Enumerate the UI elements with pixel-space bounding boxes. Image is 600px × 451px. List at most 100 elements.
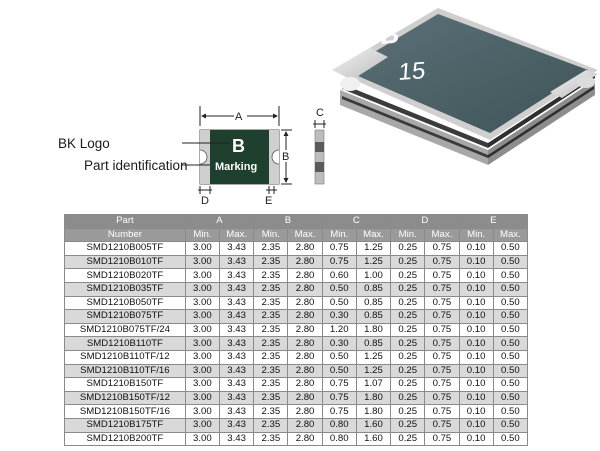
dimension-cell: 0.75 (424, 254, 460, 270)
dimension-cell: 1.07 (355, 377, 392, 392)
dimension-cell: 0.75 (424, 417, 460, 433)
dimension-cell: 3.43 (218, 241, 255, 256)
dimension-cell: 3.43 (218, 322, 255, 338)
dimension-cell: 3.43 (218, 254, 255, 270)
dimension-cell: 2.35 (253, 336, 289, 351)
dimension-cell: 3.00 (184, 254, 221, 270)
part-identification-callout: Part identification (84, 158, 188, 173)
dimension-cell: 0.10 (458, 431, 494, 447)
dimension-cell: 0.50 (492, 336, 529, 351)
part-number-cell: SMD1210B110TF/12 (64, 349, 186, 365)
photo-logo: B (380, 19, 401, 50)
dimension-cell: 0.85 (355, 281, 392, 297)
dimension-cell: 2.35 (253, 404, 289, 419)
dimension-cell: 2.35 (253, 431, 289, 447)
dimension-cell: 0.50 (492, 322, 529, 338)
dimension-table: Part A B C D E Number Min. Max. Min. Max… (64, 214, 529, 447)
dimension-cell: 0.75 (321, 254, 357, 270)
dimension-cell: 0.10 (458, 309, 494, 324)
dimension-cell: 3.43 (218, 295, 255, 311)
dimension-cell: 0.80 (321, 431, 357, 447)
header-group-b: B (253, 214, 323, 229)
dimension-cell: 0.50 (492, 417, 529, 433)
dimension-cell: 3.00 (184, 377, 221, 392)
dimension-cell: 2.35 (253, 295, 289, 311)
dimension-cell: 0.25 (390, 254, 426, 270)
dimension-cell: 1.20 (321, 322, 357, 338)
header-min: Min. (458, 227, 494, 243)
dimension-cell: 0.85 (355, 295, 392, 311)
dimension-cell: 0.50 (492, 281, 529, 297)
dimension-cell: 0.75 (424, 377, 460, 392)
dimension-cell: 3.00 (184, 281, 221, 297)
part-number-cell: SMD1210B010TF (64, 254, 186, 270)
dimension-cell: 0.50 (492, 349, 529, 365)
dimension-cell: 0.75 (321, 390, 357, 406)
dimension-cell: 2.80 (287, 363, 323, 379)
dimension-cell: 0.75 (424, 404, 460, 419)
dimension-cell: 2.35 (253, 390, 289, 406)
dimension-cell: 0.25 (390, 268, 426, 283)
header-group-e: E (458, 214, 529, 229)
header-max: Max. (287, 227, 323, 243)
dimension-cell: 0.10 (458, 417, 494, 433)
dimension-cell: 0.75 (321, 404, 357, 419)
dimension-cell: 2.80 (287, 254, 323, 270)
dim-b-label: B (282, 151, 289, 163)
dimension-cell: 0.25 (390, 322, 426, 338)
dimension-cell: 1.60 (355, 431, 392, 447)
header-group-a: A (184, 214, 255, 229)
dimension-cell: 0.10 (458, 404, 494, 419)
dimension-cell: 3.43 (218, 363, 255, 379)
dimension-cell: 2.35 (253, 363, 289, 379)
dimension-cell: 2.80 (287, 377, 323, 392)
header-max: Max. (424, 227, 460, 243)
header-part: Part (64, 214, 186, 229)
dimension-cell: 0.50 (492, 390, 529, 406)
dimension-cell: 0.25 (390, 363, 426, 379)
dimension-cell: 1.25 (355, 349, 392, 365)
dimension-cell: 0.10 (458, 349, 494, 365)
dimension-cell: 0.10 (458, 295, 494, 311)
dimension-cell: 2.80 (287, 336, 323, 351)
dimension-cell: 0.50 (492, 431, 529, 447)
dimension-cell: 2.35 (253, 377, 289, 392)
dimension-cell: 0.75 (321, 241, 357, 256)
header-max: Max. (218, 227, 255, 243)
dimension-cell: 0.50 (321, 349, 357, 365)
part-number-cell: SMD1210B075TF (64, 309, 186, 324)
dimension-cell: 0.50 (492, 241, 529, 256)
dimension-cell: 3.43 (218, 281, 255, 297)
dimension-cell: 2.35 (253, 349, 289, 365)
dimension-cell: 3.00 (184, 390, 221, 406)
dimension-cell: 0.75 (321, 377, 357, 392)
part-number-cell: SMD1210B150TF/12 (64, 390, 186, 406)
dimension-cell: 0.25 (390, 431, 426, 447)
dimension-cell: 2.35 (253, 241, 289, 256)
dimension-cell: 3.00 (184, 295, 221, 311)
dimension-cell: 0.10 (458, 281, 494, 297)
dimension-cell: 2.80 (287, 281, 323, 297)
header-number: Number (64, 227, 186, 243)
part-number-cell: SMD1210B035TF (64, 281, 186, 297)
header-max: Max. (355, 227, 392, 243)
chip-marking: Marking (215, 161, 257, 173)
dimension-cell: 0.50 (492, 363, 529, 379)
dimension-cell: 1.25 (355, 254, 392, 270)
part-number-cell: SMD1210B150TF/16 (64, 404, 186, 419)
header-min: Min. (184, 227, 221, 243)
dimension-cell: 0.50 (492, 254, 529, 270)
dimension-cell: 0.10 (458, 254, 494, 270)
dimension-cell: 1.60 (355, 417, 392, 433)
dimension-cell: 0.75 (424, 241, 460, 256)
part-number-cell: SMD1210B175TF (64, 417, 186, 433)
dimension-cell: 2.80 (287, 322, 323, 338)
dimension-cell: 0.10 (458, 390, 494, 406)
